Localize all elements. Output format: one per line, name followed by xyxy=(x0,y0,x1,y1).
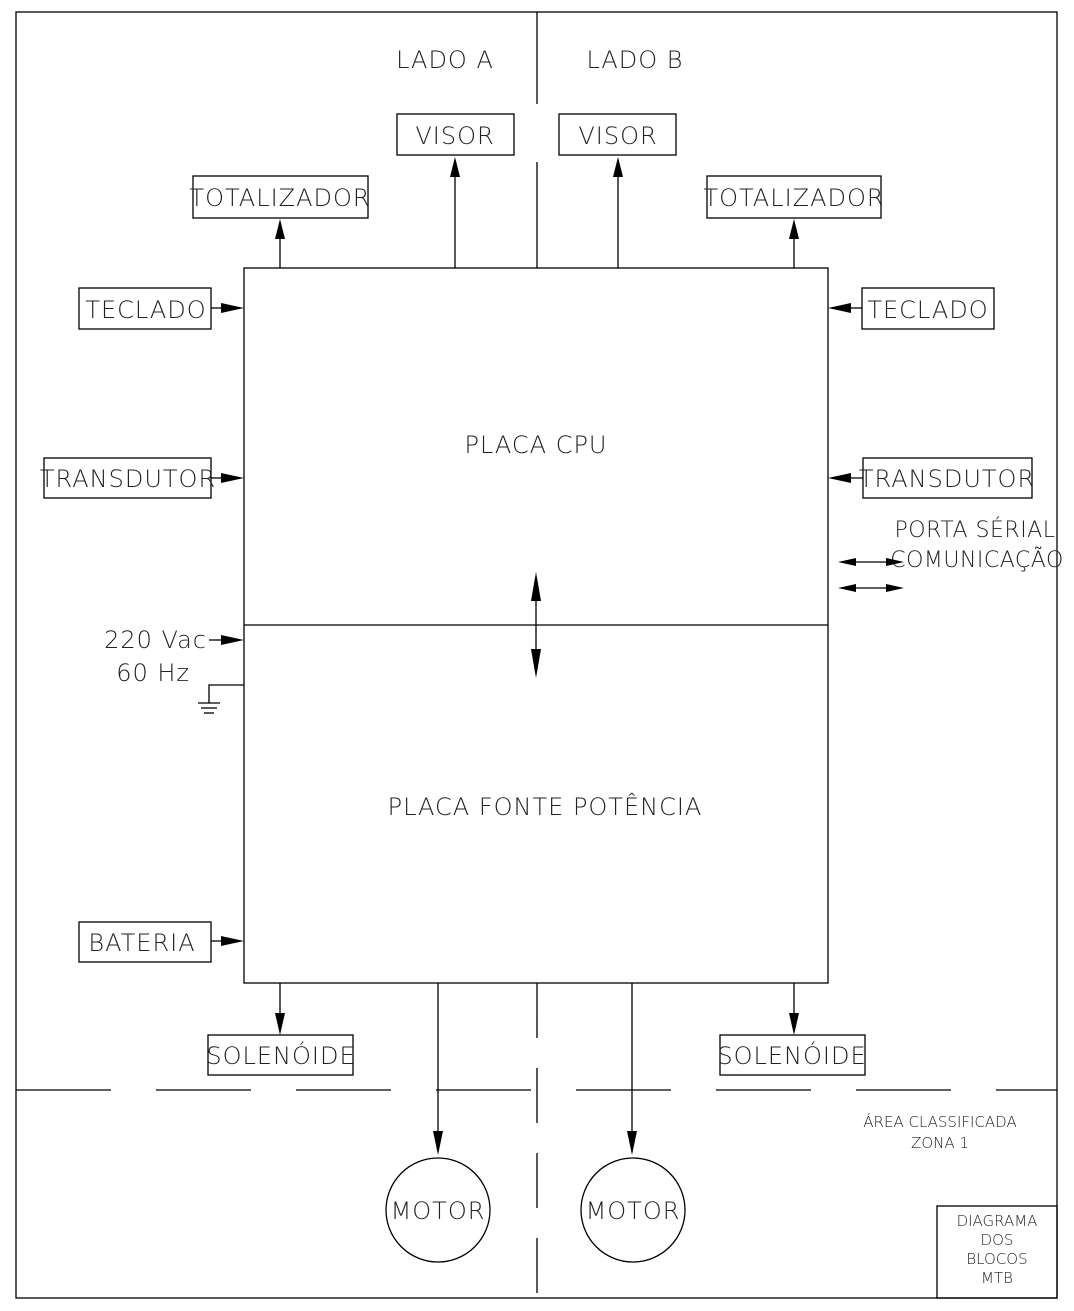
arrow-fonte-to-solenoide-a xyxy=(275,983,285,1035)
placa-cpu-label: PLACA CPU xyxy=(465,431,608,459)
teclado-b-block: TECLADO xyxy=(861,287,995,330)
comunicacao-label: COMUNICAÇÃO xyxy=(890,547,1064,573)
arrow-cpu-to-visor-b xyxy=(613,157,623,268)
totalizador-b-block: TOTALIZADOR xyxy=(703,175,884,219)
zona-label: ZONA 1 xyxy=(911,1134,969,1152)
lado-b-label: LADO B xyxy=(586,46,683,74)
solenoide-b-label: SOLENÓIDE xyxy=(717,1040,866,1070)
title-block: DIAGRAMA DOS BLOCOS MTB xyxy=(936,1205,1058,1299)
teclado-a-label: TECLADO xyxy=(85,296,206,324)
title-line-1: DIAGRAMA xyxy=(957,1212,1038,1230)
visor-b-label: VISOR xyxy=(578,122,657,150)
motor-a-block: MOTOR xyxy=(385,1157,491,1263)
teclado-b-label: TECLADO xyxy=(867,296,988,324)
frequency-label: 60 Hz xyxy=(116,659,190,687)
arrow-cpu-fonte-bidirectional xyxy=(531,572,541,678)
arrow-transdutor-b-to-cpu xyxy=(828,473,863,483)
teclado-a-block: TECLADO xyxy=(78,287,212,330)
placa-fonte-label: PLACA FONTE POTÊNCIA xyxy=(388,792,703,821)
bateria-block: BATERIA xyxy=(78,921,212,963)
arrow-teclado-a-to-cpu xyxy=(211,303,244,313)
title-line-3: BLOCOS xyxy=(966,1250,1027,1268)
totalizador-a-block: TOTALIZADOR xyxy=(189,175,370,219)
area-classificada-label: ÁREA CLASSIFICADA xyxy=(863,1112,1016,1131)
transdutor-a-label: TRANSDUTOR xyxy=(40,465,216,493)
arrow-cpu-to-visor-a xyxy=(450,157,460,268)
arrow-power-to-fonte xyxy=(209,635,244,645)
solenoide-a-block: SOLENÓIDE xyxy=(206,1034,355,1076)
arrow-teclado-b-to-cpu xyxy=(828,303,862,313)
transdutor-b-label: TRANSDUTOR xyxy=(859,465,1035,493)
motor-a-label: MOTOR xyxy=(391,1197,486,1225)
arrow-fonte-to-motor-a xyxy=(433,983,443,1155)
lado-a-label: LADO A xyxy=(396,46,494,74)
solenoide-b-block: SOLENÓIDE xyxy=(717,1034,866,1076)
totalizador-a-label: TOTALIZADOR xyxy=(189,184,370,212)
motor-b-block: MOTOR xyxy=(580,1157,686,1263)
bateria-label: BATERIA xyxy=(88,929,195,957)
arrow-cpu-to-totalizador-b xyxy=(789,219,799,268)
title-line-2: DOS xyxy=(981,1231,1014,1249)
totalizador-b-label: TOTALIZADOR xyxy=(703,184,884,212)
arrow-bateria-to-fonte xyxy=(211,936,244,946)
visor-a-block: VISOR xyxy=(396,113,515,156)
arrow-transdutor-a-to-cpu xyxy=(211,473,244,483)
ground-symbol xyxy=(198,684,244,714)
visor-b-block: VISOR xyxy=(558,113,677,156)
visor-a-label: VISOR xyxy=(415,122,494,150)
transdutor-a-block: TRANSDUTOR xyxy=(40,457,216,499)
serial-arrow-1 xyxy=(838,558,904,566)
motor-b-label: MOTOR xyxy=(586,1197,681,1225)
title-line-4: MTB xyxy=(981,1269,1013,1287)
arrow-fonte-to-solenoide-b xyxy=(789,983,799,1035)
solenoide-a-label: SOLENÓIDE xyxy=(206,1040,355,1070)
arrow-fonte-to-motor-b xyxy=(627,983,637,1155)
transdutor-b-block: TRANSDUTOR xyxy=(859,457,1035,499)
serial-arrow-2 xyxy=(838,584,904,592)
voltage-label: 220 Vac xyxy=(104,626,207,654)
porta-serial-label: PORTA SÉRIAL xyxy=(895,517,1056,543)
arrow-cpu-to-totalizador-a xyxy=(275,219,285,268)
